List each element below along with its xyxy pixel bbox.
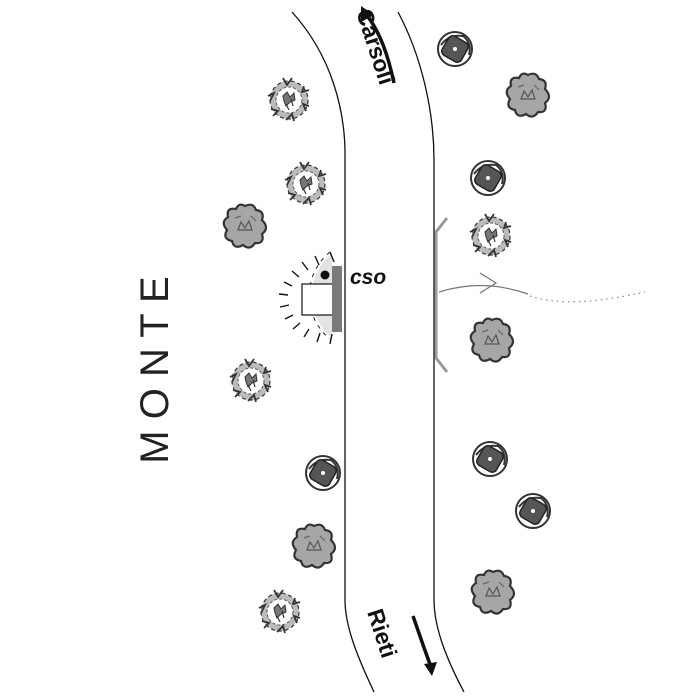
road-edge-east (397, 11, 465, 693)
conifer-tree-icon (305, 455, 341, 491)
shrub-icon (267, 77, 310, 122)
conifer-tree-icon (472, 441, 508, 477)
broadleaf-tree-icon (505, 72, 551, 118)
south-direction: Rieti (362, 606, 437, 676)
station-label: cso (350, 266, 386, 289)
shrub-icon (284, 161, 327, 206)
north-arrow-icon (361, 6, 396, 84)
road-edge-west (291, 11, 375, 693)
station-sensor (320, 270, 330, 280)
broadleaf-tree-icon (469, 317, 515, 363)
south-arrow-icon (411, 615, 437, 676)
shrub-icon (229, 358, 272, 403)
vegetation-west (222, 77, 341, 634)
shrub-icon (258, 589, 301, 634)
monitoring-station: cso (278, 251, 386, 345)
exit-arrow-icon (479, 272, 498, 294)
broadleaf-tree-icon (470, 569, 516, 615)
exit-path (438, 272, 646, 303)
road (291, 11, 465, 693)
south-destination-label: Rieti (362, 606, 402, 661)
guardrail (434, 217, 449, 373)
north-direction: Carsoli (351, 6, 400, 88)
station-cabin (301, 283, 334, 316)
mountain-label: M O N T E (133, 276, 177, 463)
shrub-icon (469, 213, 512, 258)
conifer-tree-icon (437, 31, 473, 67)
station-barrier (332, 266, 342, 332)
broadleaf-tree-icon (222, 203, 268, 249)
vegetation-east (437, 31, 551, 615)
broadleaf-tree-icon (291, 523, 337, 569)
conifer-tree-icon (515, 493, 551, 529)
mountain-label-text: M O N T E (133, 276, 177, 463)
conifer-tree-icon (470, 160, 506, 196)
